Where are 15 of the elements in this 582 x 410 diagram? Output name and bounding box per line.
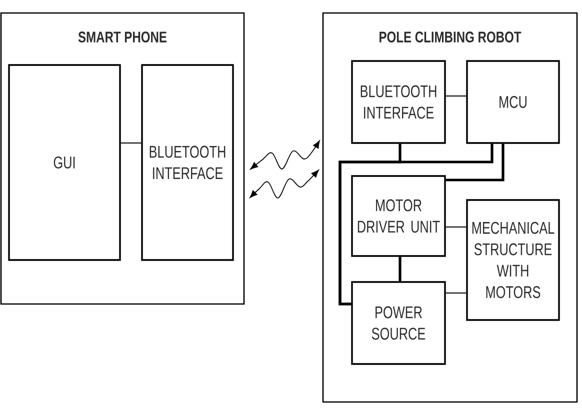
block-box: MECHANICAL STRUCTURE WITH MOTORS [466, 199, 560, 321]
connector-line [120, 142, 142, 144]
connector-line [445, 292, 467, 294]
wireless-link-arrow [250, 170, 319, 198]
block-box: MOTOR DRIVER UNIT [351, 175, 446, 257]
connector-line [338, 144, 494, 306]
connector-line [445, 226, 467, 228]
block-box: BLUETOOTH INTERFACE [351, 60, 446, 144]
block-box: BLUETOOTH INTERFACE [141, 64, 234, 261]
block-box: POWER SOURCE [351, 281, 446, 365]
connector-line [398, 256, 402, 282]
block-box: GUI [8, 64, 121, 261]
connector-line [446, 144, 504, 182]
wireless-link-arrow [250, 140, 320, 170]
block-box: MCU [466, 60, 560, 144]
